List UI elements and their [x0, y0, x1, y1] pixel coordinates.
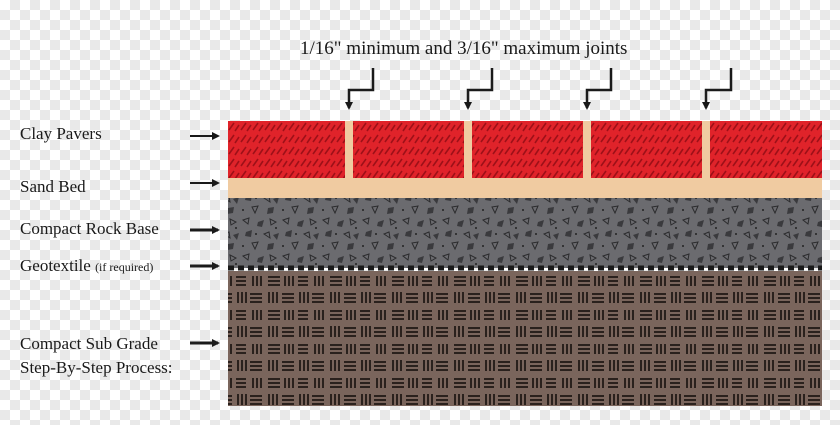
paver [472, 121, 583, 178]
label-geotextile-text: Geotextile [20, 256, 91, 275]
layer-rock-base [228, 198, 822, 268]
label-clay-pavers: Clay Pavers [20, 124, 102, 143]
arrow-down-bent-icon [345, 68, 375, 110]
layer-subgrade [228, 271, 822, 406]
layer-sand-bed [228, 178, 822, 198]
label-geotextile: Geotextile (if required) [20, 256, 153, 277]
label-compact-rock-base: Compact Rock Base [20, 219, 159, 238]
paver [710, 121, 822, 178]
arrow-down-bent-icon [702, 68, 733, 110]
paver [228, 121, 345, 178]
arrow-down-bent-icon [464, 68, 494, 110]
label-geotextile-note: (if required) [95, 260, 154, 274]
arrow-down-bent-icon [583, 68, 613, 110]
joint-note: 1/16" minimum and 3/16" maximum joints [300, 38, 628, 59]
label-compact-sub-grade: Compact Sub Grade [20, 334, 158, 353]
paver [591, 121, 702, 178]
layer-clay-pavers [228, 121, 822, 178]
paver [353, 121, 464, 178]
caption-step-by-step: Step-By-Step Process: [20, 358, 173, 377]
label-sand-bed: Sand Bed [20, 177, 86, 196]
